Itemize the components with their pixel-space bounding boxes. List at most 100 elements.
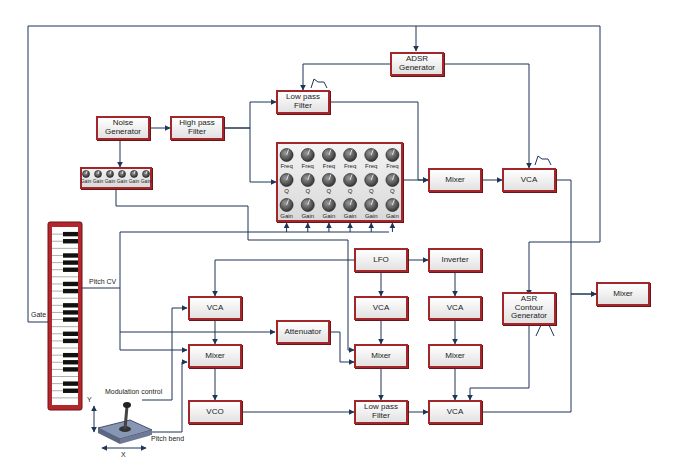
module-box: Noise Generator [96,116,150,140]
knob-label: Gain [361,213,381,219]
joystick-knob [123,402,131,408]
signal-label: Pitch bend [150,435,185,443]
signal-connector [303,64,390,90]
knob-panels [80,142,403,222]
black-key [63,289,78,293]
knob-pointer [329,199,331,205]
knob-pointer [371,199,373,205]
knob-pointer [308,174,310,180]
module-box: ADSR Generator [390,52,444,76]
knob [143,171,150,178]
y-axis-arrow [94,406,95,432]
signal-connector [330,332,354,362]
pitch-bend-wire [150,362,187,432]
signal-label: Modulation control [104,388,163,396]
joystick-stick [125,406,127,429]
module-label: LFO [373,256,389,265]
black-key [63,260,78,264]
knob-pointer [392,149,394,155]
knob-pointer [86,171,87,174]
adsr-symbol [311,79,327,88]
module-label: Mixer [613,290,633,299]
gate-wire [416,26,417,51]
black-key [63,253,78,257]
module-box: Low pass Filter [276,90,330,114]
keyboard-keys [52,227,78,405]
module-label: ADSR Generator [394,55,440,73]
knob-label: Gain [128,179,140,184]
white-key-edge [52,348,78,349]
knob [322,199,335,212]
module-box: Mixer [428,344,482,368]
signal-connector [224,128,276,182]
module-box: Mixer [188,344,242,368]
module-label: Low pass Filter [280,93,326,111]
black-key [63,332,78,336]
white-key-edge [52,376,78,377]
x-axis-arrow [102,448,146,449]
knob-label: Q [298,188,318,194]
signal-label: Gate [30,311,47,319]
knob-label: Q [319,188,339,194]
knob-label: Gain [382,213,402,219]
eq-control-wire [392,223,393,232]
white-key-edge [52,326,78,327]
knob-pointer [329,174,331,180]
eq-control-wire [286,223,287,232]
knob [344,199,357,212]
knob-pointer [371,149,373,155]
knob-label: Gain [277,213,297,219]
knob-label: Gain [298,213,318,219]
knob [386,174,399,187]
knob [322,149,335,162]
black-key [63,303,78,307]
module-label: VCA [447,408,463,417]
module-label: Low pass Filter [358,403,404,421]
module-label: Noise Generator [100,119,146,137]
signal-connector [150,128,170,129]
knob-label: Q [340,188,360,194]
knob-label: Q [361,188,381,194]
module-box: VCO [188,400,242,424]
signal-connector [444,64,529,168]
adsr-symbol [535,156,551,165]
module-box: ASR Contour Generator [502,292,556,325]
knob [280,199,293,212]
knob-label: Gain [116,179,128,184]
knob [322,174,335,187]
knob-pointer [110,171,111,174]
module-label: Mixer [205,352,225,361]
knob [280,149,293,162]
module-label: VCA [521,176,537,185]
knob [83,171,90,178]
module-label: Mixer [445,176,465,185]
knob-pointer [371,174,373,180]
black-key [63,317,78,321]
knob-pointer [350,174,352,180]
knob [119,171,126,178]
pitch-cv-wire [82,288,120,289]
knob [386,149,399,162]
module-box: Mixer [428,168,482,192]
knob [301,199,314,212]
module-label: High pass Filter [174,119,220,137]
knob [301,149,314,162]
signal-connector [381,368,382,400]
signal-connector [455,320,456,344]
black-key [63,360,78,364]
asr-symbol [536,325,554,336]
knob-label: Gain [80,179,92,184]
signal-connector [482,294,596,412]
knob [95,171,102,178]
signal-connector [215,368,216,400]
module-box: VCA [188,296,242,320]
knob [386,199,399,212]
signal-connector [224,102,276,128]
knob-bank: GainGainGainGainGainGain [80,167,152,189]
panel-face [276,142,403,222]
module-box: High pass Filter [170,116,224,140]
knob-label: Freq [382,163,402,169]
panel-face [80,167,152,189]
modulation-wire [142,308,187,400]
knob-pointer [392,199,394,205]
